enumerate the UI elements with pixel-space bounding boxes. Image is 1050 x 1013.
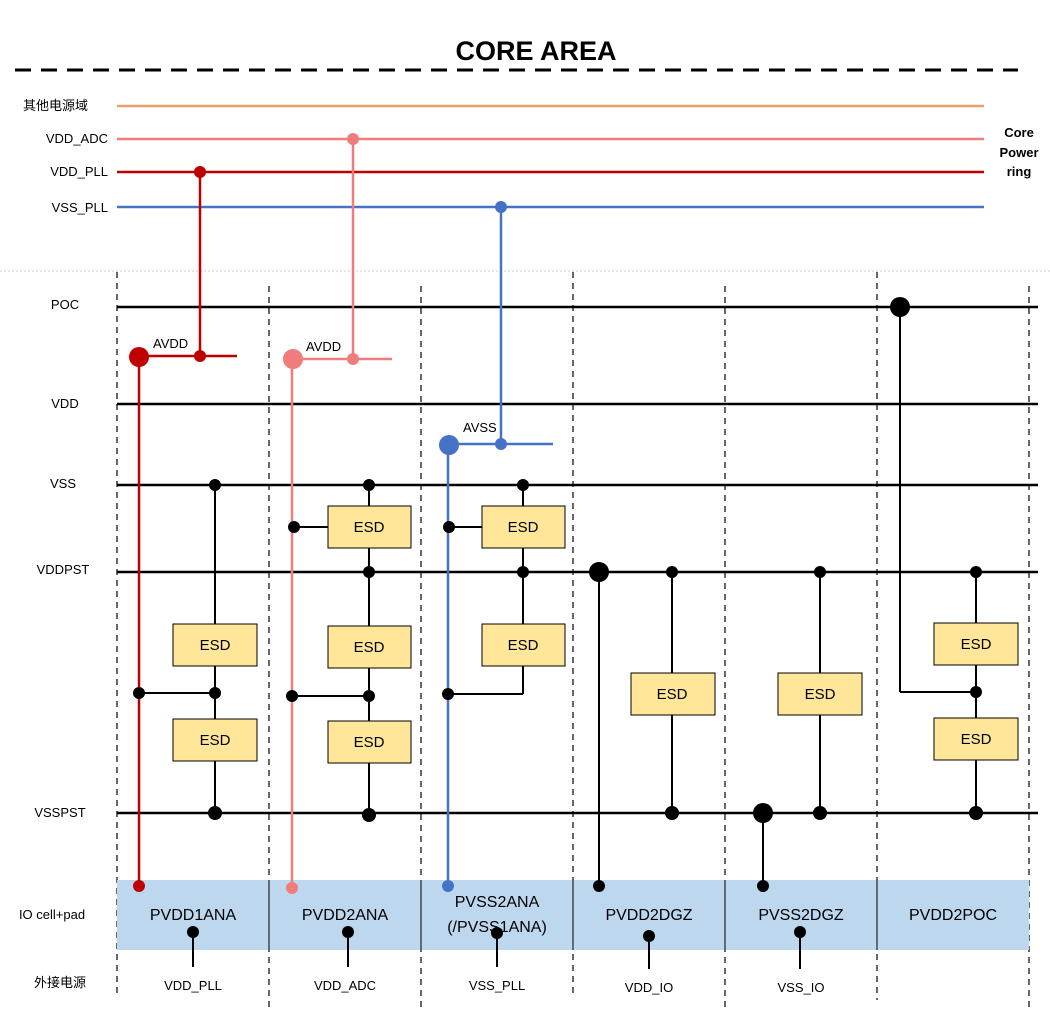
pad-pins: [187, 926, 806, 969]
esd-blocks: ESD ESD ESD ESD ESD ESD ESD ESD: [172, 505, 1019, 764]
esd-block: ESD: [172, 718, 258, 762]
cell-name: PVDD2POC: [909, 907, 997, 924]
label-avdd-1: AVDD: [153, 336, 188, 351]
esd-block: ESD: [777, 672, 863, 716]
esd-block: ESD: [933, 622, 1019, 666]
cell-name: PVDD2DGZ: [605, 907, 692, 924]
label-vdd-pll: VDD_PLL: [50, 164, 108, 179]
label-vddpst: VDDPST: [37, 562, 90, 577]
cell-name: PVSS2ANA: [455, 894, 540, 911]
cell-name: PVDD1ANA: [150, 907, 237, 924]
pad-rails: [117, 305, 1038, 815]
label-vdd-adc: VDD_ADC: [46, 131, 108, 146]
svg-text:ESD: ESD: [354, 519, 385, 536]
svg-text:ESD: ESD: [805, 686, 836, 703]
esd-block: ESD: [630, 672, 716, 716]
svg-text:ESD: ESD: [508, 637, 539, 654]
cell-boundaries: [116, 272, 1030, 1010]
core-power-ring-label: Core Power ring: [999, 125, 1038, 179]
svg-text:ESD: ESD: [200, 732, 231, 749]
esd-block: ESD: [481, 505, 566, 549]
label-other-domain: 其他电源域: [23, 98, 88, 113]
external-supply-names: VDD_PLL VDD_ADC VSS_PLL VDD_IO VSS_IO: [164, 978, 824, 995]
cell-pvdd2dgz-wiring: [589, 562, 679, 892]
label-avss: AVSS: [463, 420, 497, 435]
svg-text:ESD: ESD: [961, 636, 992, 653]
svg-text:ESD: ESD: [200, 637, 231, 654]
ring-label-line3: ring: [1007, 164, 1032, 179]
cell-pvss2dgz-wiring: [753, 566, 827, 892]
io-cell-dividers: [268, 880, 878, 950]
cell-pvdd1ana-wiring: AVDD: [129, 166, 237, 892]
svg-text:ESD: ESD: [657, 686, 688, 703]
svg-text:ESD: ESD: [354, 639, 385, 656]
label-vss-pll: VSS_PLL: [52, 200, 108, 215]
esd-block: ESD: [327, 625, 412, 669]
label-vss: VSS: [50, 476, 76, 491]
svg-text:ESD: ESD: [961, 731, 992, 748]
supply-name: VDD_IO: [625, 980, 673, 995]
label-vdd: VDD: [51, 396, 78, 411]
supply-name: VDD_ADC: [314, 978, 376, 993]
label-io-cell-pad: IO cell+pad: [19, 907, 85, 922]
supply-name: VSS_IO: [778, 980, 825, 995]
esd-block: ESD: [327, 505, 412, 549]
diagram-title: CORE AREA: [455, 36, 616, 66]
supply-name: VDD_PLL: [164, 978, 222, 993]
label-avdd-2: AVDD: [306, 339, 341, 354]
supply-name: VSS_PLL: [469, 978, 525, 993]
label-external-supply: 外接电源: [34, 975, 86, 990]
esd-block: ESD: [172, 623, 258, 667]
ring-label-line2: Power: [999, 145, 1038, 160]
cell-name: PVSS2DGZ: [758, 907, 844, 924]
cell-pvdd2poc-wiring: [890, 297, 983, 820]
label-vsspst: VSSPST: [34, 805, 85, 820]
io-cell-names: PVDD1ANA PVDD2ANA PVSS2ANA (/PVSS1ANA) P…: [150, 894, 997, 936]
svg-text:ESD: ESD: [354, 734, 385, 751]
esd-block: ESD: [481, 623, 566, 667]
svg-text:ESD: ESD: [508, 519, 539, 536]
ring-label-line1: Core: [1004, 125, 1034, 140]
top-rails: 其他电源域 VDD_ADC VDD_PLL VSS_PLL: [23, 98, 984, 215]
esd-block: ESD: [933, 717, 1019, 761]
cell-name: PVDD2ANA: [302, 907, 389, 924]
label-poc: POC: [51, 297, 79, 312]
esd-block: ESD: [327, 720, 412, 764]
